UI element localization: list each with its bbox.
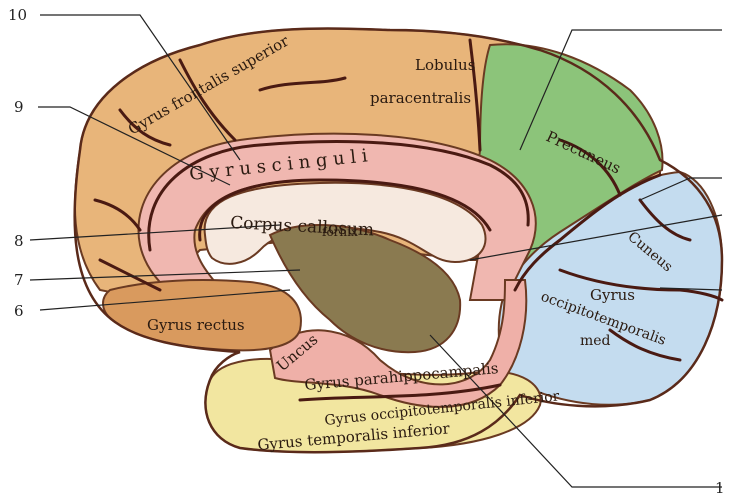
label-number-9: 9 bbox=[14, 98, 24, 116]
label-gyrus-occipitotemporalis-med-3: med bbox=[580, 333, 611, 349]
label-number-8: 8 bbox=[14, 232, 24, 250]
label-number-6: 6 bbox=[14, 302, 24, 320]
label-paracentralis: paracentralis bbox=[370, 89, 471, 107]
label-number-10: 10 bbox=[8, 6, 27, 24]
label-gyrus-rectus: Gyrus rectus bbox=[147, 316, 245, 334]
label-lobulus: Lobulus bbox=[415, 56, 475, 74]
label-number-7: 7 bbox=[14, 271, 24, 289]
label-fornix: fornix bbox=[322, 225, 358, 239]
label-number-1: 1 bbox=[715, 479, 725, 497]
label-gyrus-occipitotemporalis-med-1: Gyrus bbox=[590, 286, 635, 304]
